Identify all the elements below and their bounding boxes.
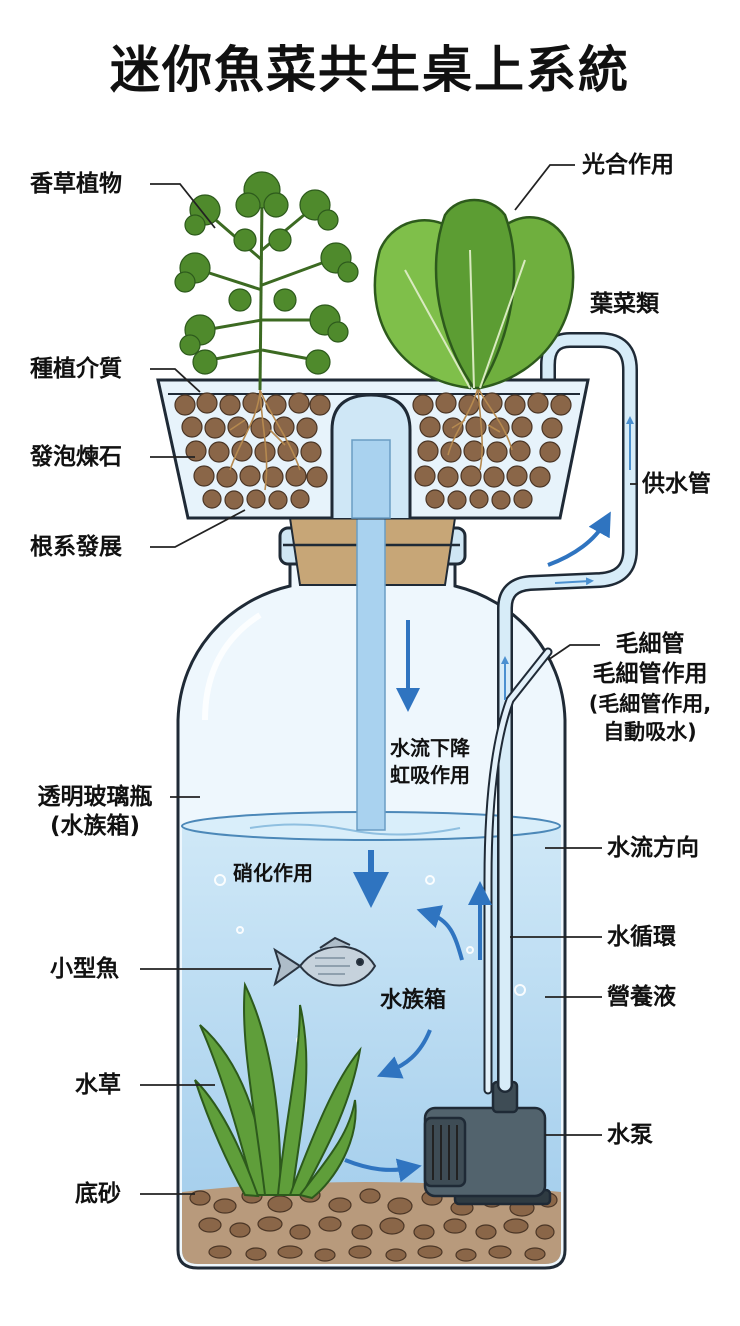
label-roots: 根系發展 — [30, 534, 122, 560]
label-siphon-action: 虹吸作用 — [390, 763, 470, 787]
fish — [273, 936, 377, 987]
label-siphon-flow: 水流下降 — [390, 736, 470, 760]
label-clay: 發泡煉石 — [30, 444, 122, 470]
label-jar: 透明玻璃瓶 — [37, 784, 153, 810]
tube-flow-arrows — [501, 416, 634, 700]
grow-bed-tray — [156, 378, 590, 520]
herb-plant — [174, 171, 359, 391]
capillary-tube — [483, 647, 553, 1095]
gravel-bed — [182, 1182, 561, 1264]
leafy-vegetable — [373, 198, 575, 390]
label-pump: 水泵 — [607, 1122, 653, 1148]
label-photosynthesis: 光合作用 — [582, 152, 674, 178]
leader-lines — [140, 164, 638, 1195]
label-leafy: 葉菜類 — [590, 291, 659, 317]
label-capillary-note-1: (毛細管作用, — [588, 692, 712, 716]
page-title: 迷你魚菜共生桌上系統 — [110, 41, 630, 99]
siphon-column — [356, 494, 386, 831]
label-flow-direction: 水流方向 — [607, 835, 699, 861]
flow-arrows — [344, 511, 611, 1183]
label-nitrification: 硝化作用 — [233, 861, 313, 885]
label-capillary-note-2: 自動吸水) — [603, 720, 697, 744]
label-circulation: 水循環 — [607, 924, 676, 950]
label-gravel: 底砂 — [75, 1181, 121, 1207]
label-capillary: 毛細管 — [615, 631, 685, 657]
label-supply-pipe: 供水管 — [642, 471, 711, 497]
label-capillary-action: 毛細管作用 — [592, 661, 708, 687]
aquatic-plant — [194, 981, 362, 1200]
label-fish: 小型魚 — [50, 956, 119, 982]
label-jar-sub: (水族箱) — [49, 813, 141, 839]
label-medium: 種植介質 — [30, 356, 122, 382]
label-aquarium: 水族箱 — [380, 988, 447, 1013]
label-aquatic-plant: 水草 — [75, 1072, 121, 1098]
label-herb: 香草植物 — [30, 171, 122, 197]
label-nutrient: 營養液 — [607, 984, 676, 1010]
